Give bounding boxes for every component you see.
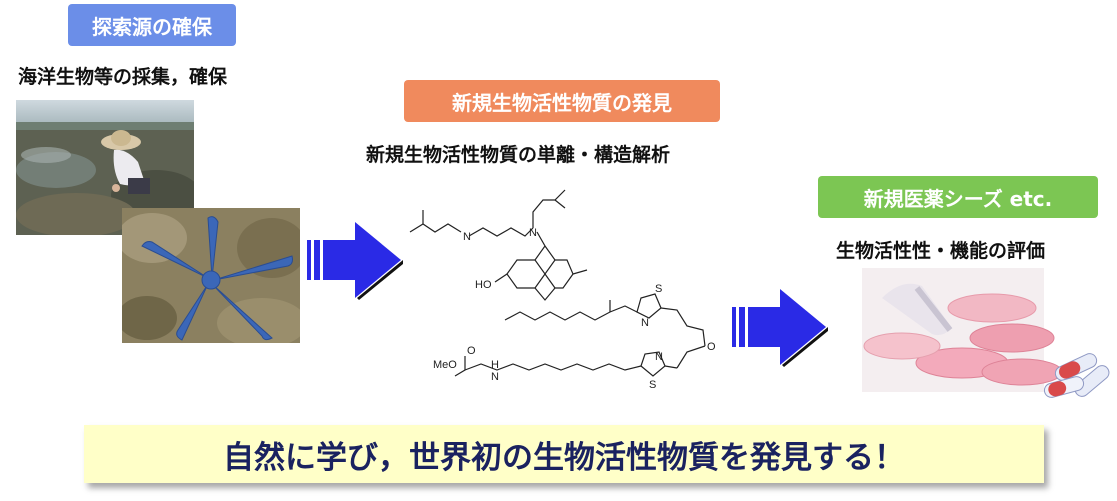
arrow-right-2 [730,285,830,371]
stage1-subtitle: 海洋生物等の採集，確保 [18,66,228,88]
label-s-2: S [649,379,656,390]
stage3-subtitle: 生物活性性・機能の評価 [836,240,1046,262]
chemical-structures: N N HO S N O MeO O N H N S [405,180,735,391]
stage2-badge: 新規生物活性物質の発見 [404,80,720,122]
label-n-2: N [529,227,537,239]
bottom-banner: 自然に学び，世界初の生物活性物質を発見する！ [84,425,1044,483]
stage1-badge: 探索源の確保 [68,4,236,46]
label-n-4: N [655,351,663,363]
label-n-3: N [641,317,649,329]
label-nh-h: H [491,359,499,371]
label-s: S [655,283,662,295]
label-o: O [707,341,716,353]
label-o-2: O [467,345,476,357]
label-meo: MeO [433,359,457,371]
lab-photo [862,268,1112,398]
label-n: N [463,231,471,243]
banner-text: 自然に学び，世界初の生物活性物質を発見する！ [223,439,905,476]
stage2-subtitle: 新規生物活性物質の単離・構造解析 [366,144,671,166]
arrow-right-1 [305,218,405,304]
label-ho: HO [475,279,492,291]
starfish-photo [122,208,300,343]
stage3-badge: 新規医薬シーズ etc. [818,176,1098,218]
label-nh-n: N [491,371,499,383]
